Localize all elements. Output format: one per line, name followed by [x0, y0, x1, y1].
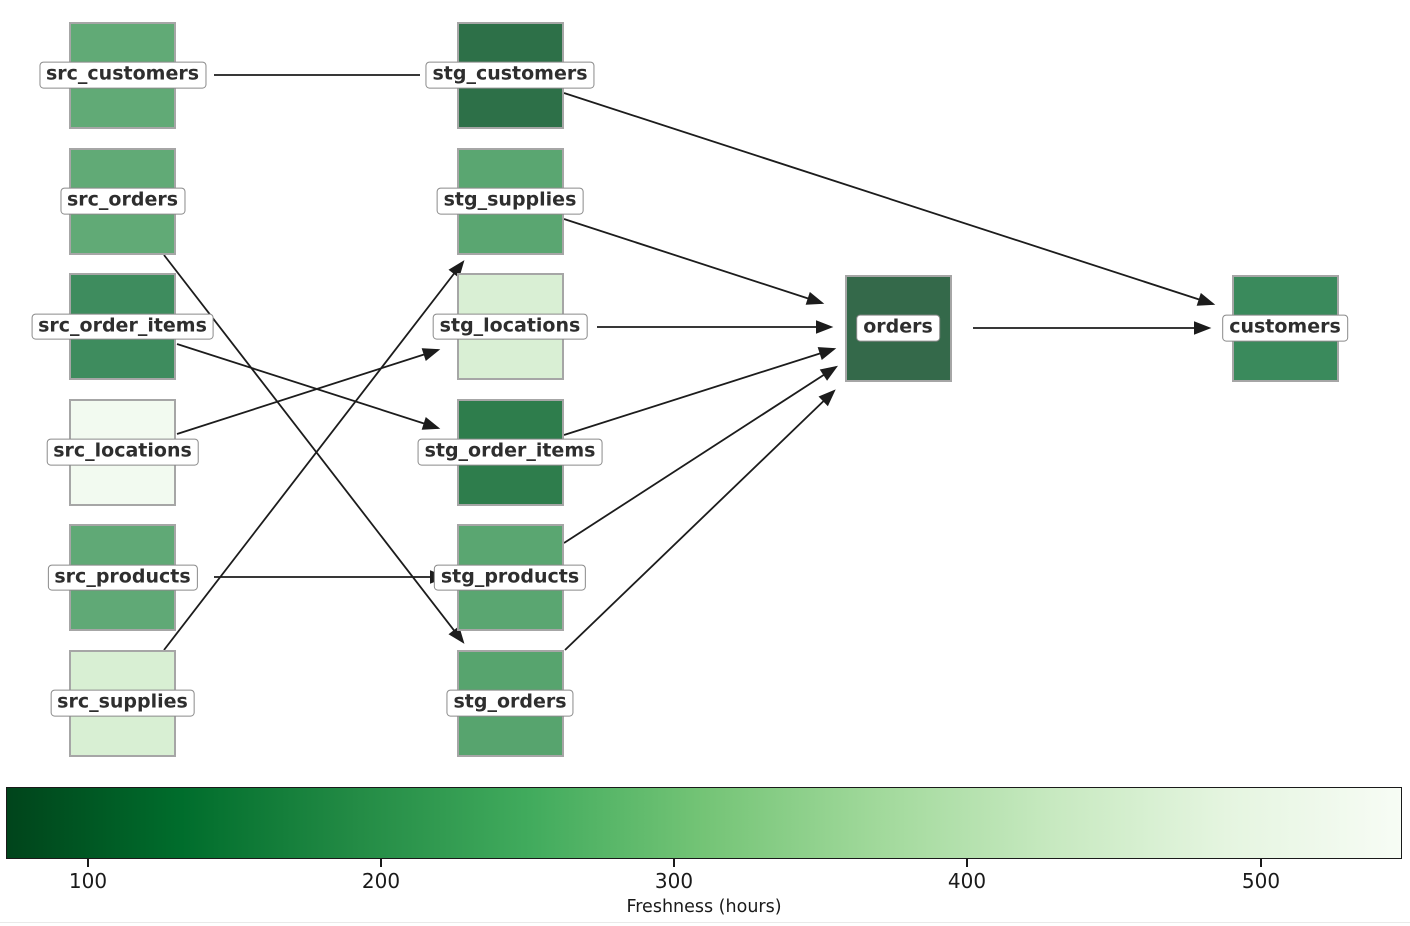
- edge-stg_products-to-orders: [563, 365, 839, 544]
- edge-stg_customers-to-customers: [563, 92, 1216, 306]
- edge-stg_supplies-to-orders: [563, 218, 825, 305]
- colorbar-tick-100: [87, 859, 89, 867]
- node-label-src_customers: src_customers: [38, 61, 207, 89]
- node-label-src_orders: src_orders: [59, 187, 186, 215]
- edge-src_order_items-to-stg_order_items: [176, 343, 441, 430]
- colorbar-tick-label-200: 200: [361, 869, 401, 893]
- edge-src_supplies-to-stg_supplies: [163, 260, 465, 651]
- edge-stg_order_items-to-orders: [563, 347, 837, 436]
- node-label-orders: orders: [856, 314, 940, 342]
- edge-src_locations-to-stg_locations: [176, 348, 441, 435]
- node-label-src_order_items: src_order_items: [31, 313, 214, 340]
- colorbar-tick-200: [380, 859, 382, 867]
- colorbar-tick-label-300: 300: [654, 869, 694, 893]
- colorbar-tick-500: [1260, 859, 1262, 867]
- colorbar-tick-label-100: 100: [68, 869, 108, 893]
- node-label-stg_customers: stg_customers: [425, 61, 595, 89]
- figure-bottom-rule: [0, 922, 1410, 923]
- node-label-stg_order_items: stg_order_items: [417, 438, 603, 466]
- colorbar-tick-label-500: 500: [1241, 869, 1281, 893]
- colorbar-gradient: [6, 787, 1402, 859]
- node-label-src_products: src_products: [47, 564, 198, 591]
- node-label-src_supplies: src_supplies: [50, 689, 195, 717]
- node-label-src_locations: src_locations: [46, 438, 199, 466]
- colorbar: [6, 787, 1402, 859]
- colorbar-tick-400: [966, 859, 968, 867]
- node-label-stg_orders: stg_orders: [446, 689, 574, 717]
- node-label-stg_supplies: stg_supplies: [436, 187, 584, 215]
- node-label-stg_locations: stg_locations: [432, 313, 588, 340]
- node-label-customers: customers: [1222, 314, 1348, 342]
- edge-stg_orders-to-orders: [564, 389, 836, 651]
- node-label-stg_products: stg_products: [433, 564, 587, 591]
- colorbar-tick-300: [673, 859, 675, 867]
- colorbar-tick-label-400: 400: [947, 869, 987, 893]
- colorbar-axis-label: Freshness (hours): [626, 897, 782, 917]
